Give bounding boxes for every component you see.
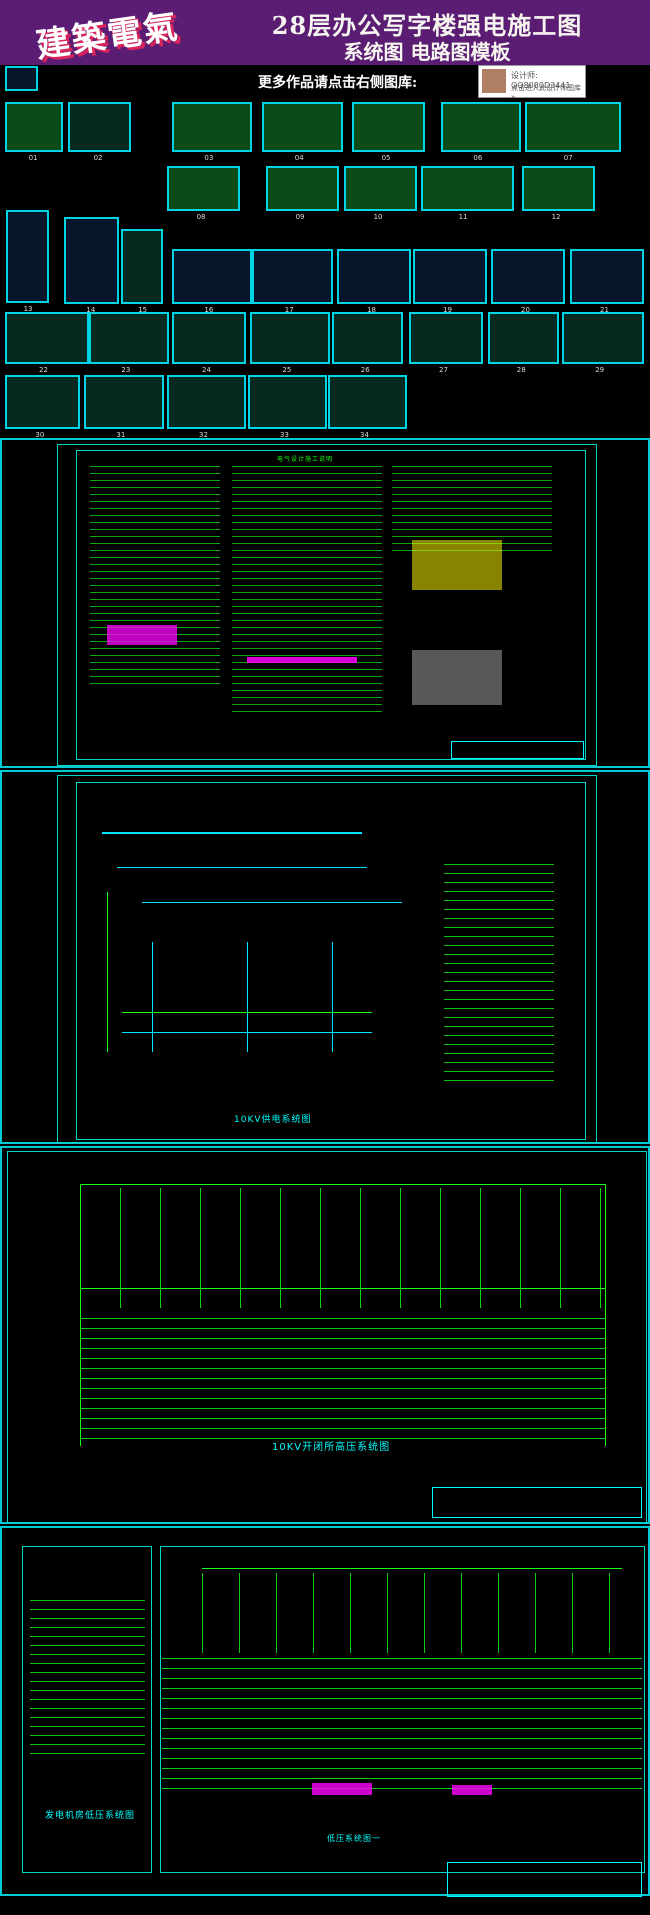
thumbnail[interactable]: 25 bbox=[250, 312, 330, 374]
thumbnail[interactable]: 34 bbox=[328, 375, 407, 439]
lv-system-sheet: 发电机房低压系统图 低压系统图一 bbox=[0, 1526, 650, 1897]
sheet-caption: 低压系统图一 bbox=[327, 1834, 381, 1843]
promo-text: 更多作品请点击右侧图库: bbox=[258, 75, 418, 91]
thumbnail[interactable]: 23 bbox=[89, 312, 169, 374]
sheet-title: 电气设计施工说明 bbox=[277, 456, 334, 463]
designer-id: 设计师: QQ8080D3441 bbox=[511, 71, 571, 90]
thumbnail[interactable]: 12 bbox=[522, 166, 595, 221]
thumbnail[interactable]: 09 bbox=[266, 166, 339, 221]
thumbnail[interactable]: 22 bbox=[5, 312, 89, 374]
thumbnail-index[interactable] bbox=[5, 66, 38, 91]
thumbnail-grid: 01 02 03 04 05 06 07 08 09 10 11 12 13 1… bbox=[0, 66, 650, 439]
thumbnail[interactable]: 16 bbox=[172, 249, 252, 314]
thumbnail[interactable]: 01 bbox=[5, 102, 63, 162]
thumbnail[interactable]: 04 bbox=[262, 102, 343, 162]
thumbnail[interactable]: 11 bbox=[421, 166, 514, 221]
thumbnail[interactable]: 32 bbox=[167, 375, 246, 439]
thumbnail[interactable]: 19 bbox=[413, 249, 487, 314]
designer-badge[interactable]: 设计师: QQ8080D3441 点击进入此设计师图库 » bbox=[478, 65, 586, 101]
thumbnail[interactable]: 18 bbox=[337, 249, 411, 314]
thumbnail[interactable]: 26 bbox=[332, 312, 403, 374]
thumbnail[interactable]: 10 bbox=[344, 166, 417, 221]
thumbnail[interactable]: 08 bbox=[167, 166, 240, 221]
notes-sheet: 电气设计施工说明 bbox=[0, 438, 650, 768]
thumbnail[interactable]: 14 bbox=[64, 217, 119, 314]
thumbnail[interactable]: 29 bbox=[562, 312, 644, 374]
thumbnail[interactable]: 06 bbox=[441, 102, 521, 162]
thumbnail[interactable]: 24 bbox=[172, 312, 246, 374]
thumbnail[interactable]: 28 bbox=[488, 312, 559, 374]
thumbnail[interactable]: 05 bbox=[352, 102, 425, 162]
page-subtitle: 系统图 电路图模板 bbox=[343, 40, 511, 64]
sheet-caption: 10KV开闭所高压系统图 bbox=[272, 1442, 391, 1453]
thumbnail[interactable]: 02 bbox=[68, 102, 131, 162]
thumbnail[interactable]: 17 bbox=[252, 249, 333, 314]
thumbnail[interactable]: 33 bbox=[248, 375, 327, 439]
avatar bbox=[482, 69, 506, 93]
brand-logo: 建築電氣 bbox=[33, 6, 182, 67]
sheet-caption: 10KV供电系统图 bbox=[234, 1115, 312, 1125]
thumbnail[interactable]: 27 bbox=[409, 312, 483, 374]
thumbnail[interactable]: 03 bbox=[172, 102, 252, 162]
hv-system-sheet: 10KV供电系统图 bbox=[0, 770, 650, 1144]
page-title: 28层办公写字楼强电施工图 bbox=[271, 11, 583, 40]
thumbnail[interactable]: 07 bbox=[525, 102, 621, 162]
thumbnail[interactable]: 20 bbox=[491, 249, 565, 314]
thumbnail[interactable]: 15 bbox=[121, 229, 163, 314]
switchgear-sheet: 10KV开闭所高压系统图 bbox=[0, 1146, 650, 1524]
thumbnail[interactable]: 21 bbox=[570, 249, 644, 314]
sheet-caption: 发电机房低压系统图 bbox=[45, 1811, 136, 1821]
thumbnail[interactable]: 31 bbox=[84, 375, 164, 439]
banner-header: 建築電氣 28层办公写字楼强电施工图 系统图 电路图模板 bbox=[0, 0, 650, 67]
designer-link[interactable]: 点击进入此设计师图库 » bbox=[511, 84, 581, 101]
thumbnail[interactable]: 13 bbox=[6, 210, 49, 313]
thumbnail[interactable]: 30 bbox=[5, 375, 80, 439]
